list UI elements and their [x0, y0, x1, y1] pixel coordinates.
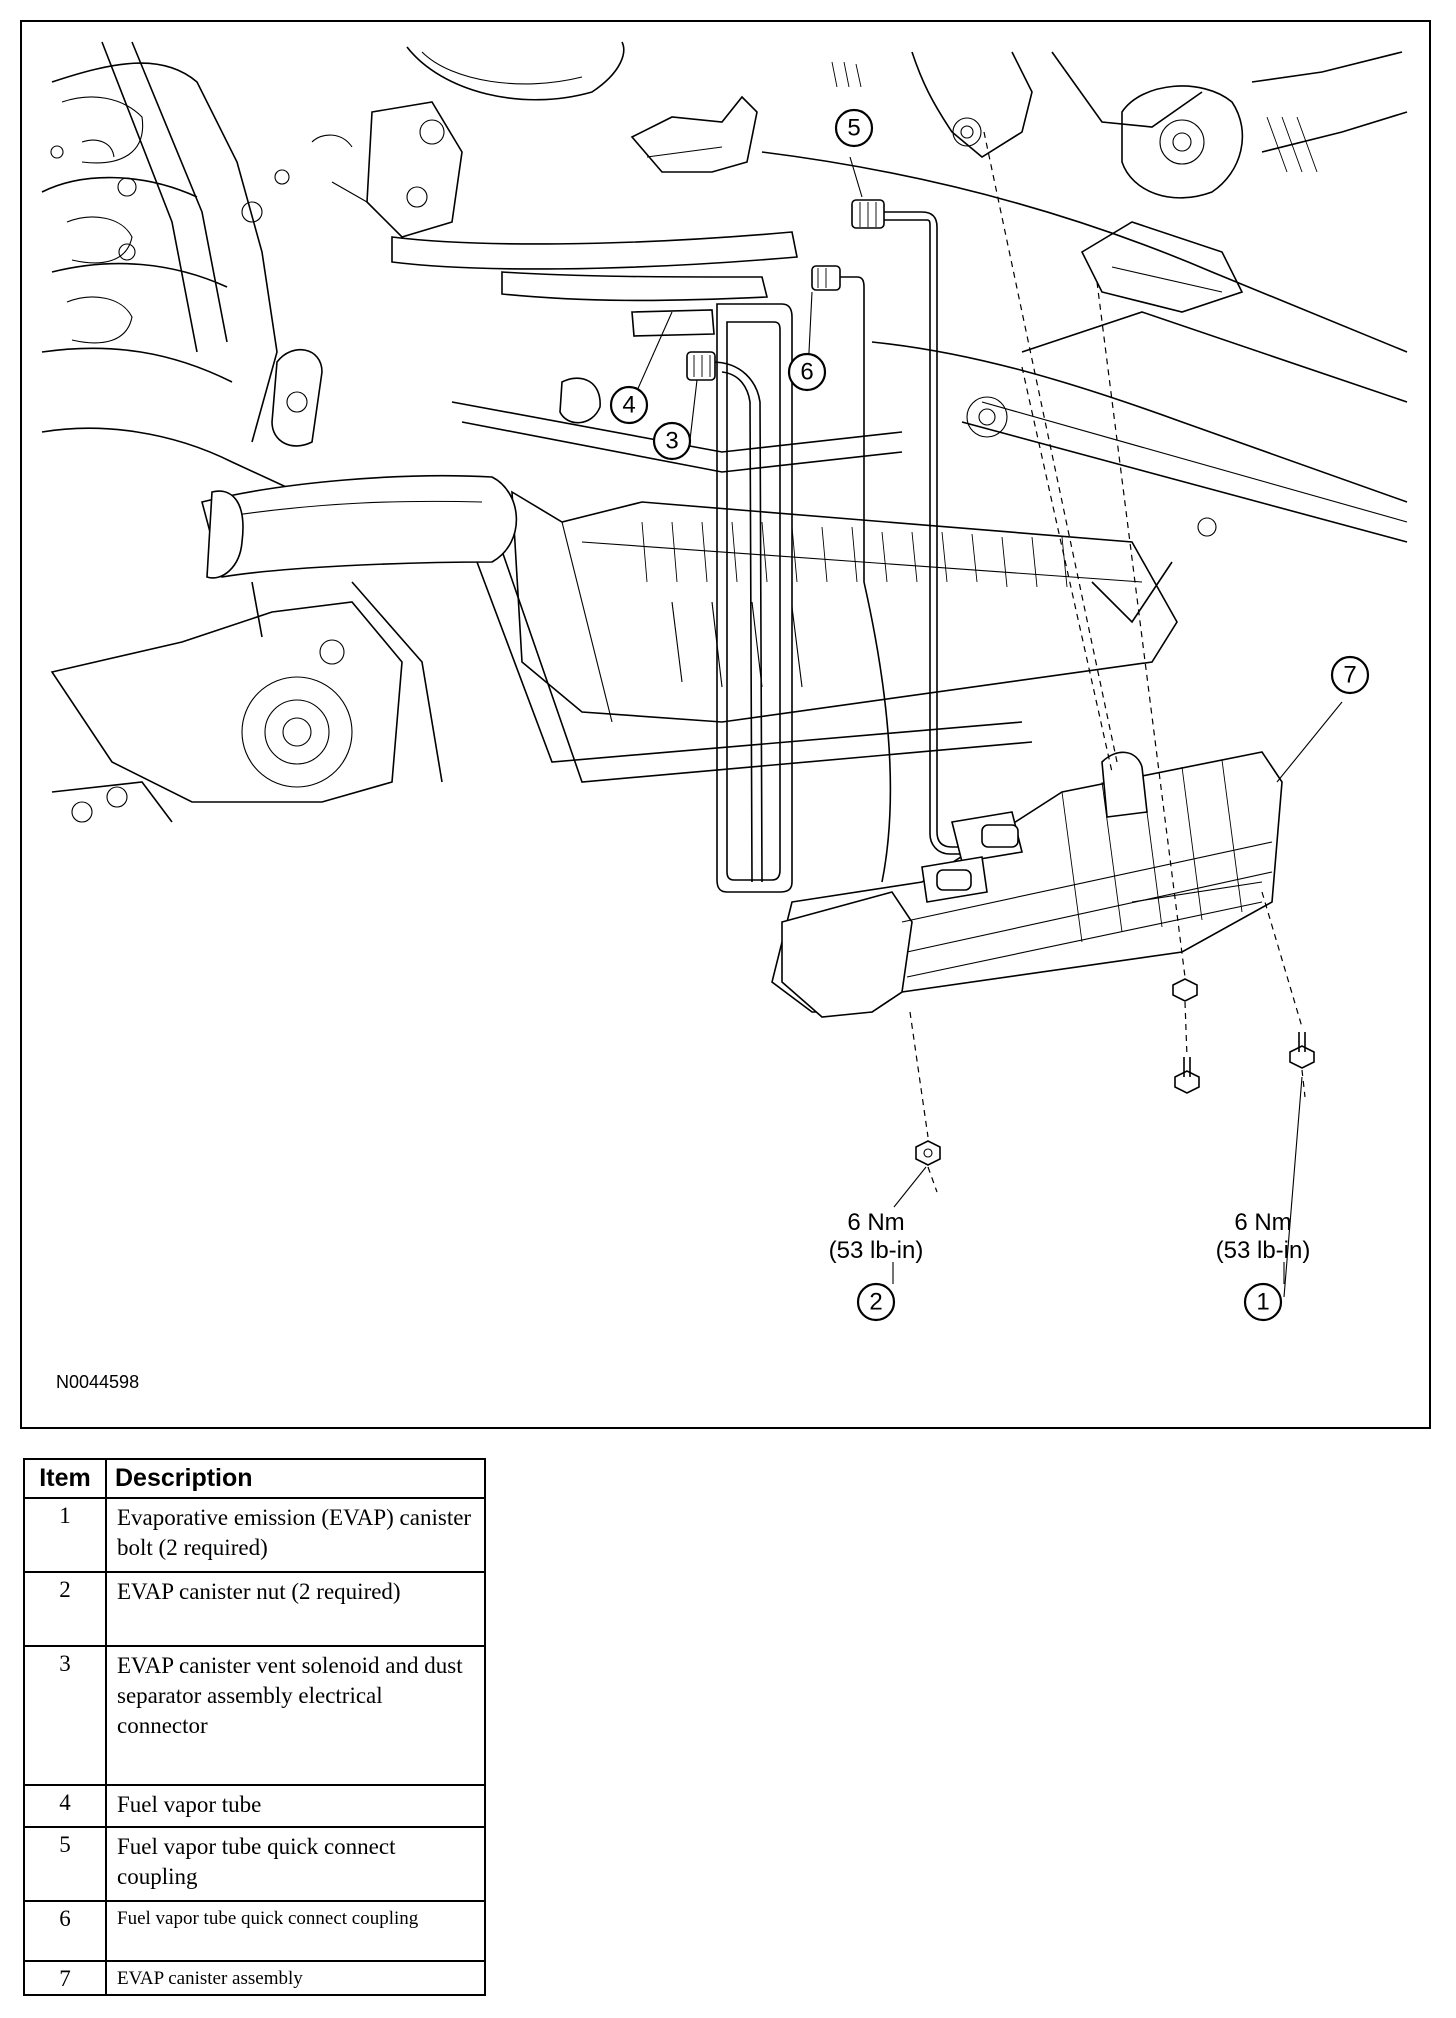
- svg-text:(53 lb-in): (53 lb-in): [1216, 1237, 1311, 1264]
- item-number: 2: [23, 1571, 107, 1647]
- leader-lines: [631, 156, 1343, 1298]
- item-number: 6: [23, 1900, 107, 1962]
- fasteners: [909, 131, 1315, 1193]
- item-number: 3: [23, 1645, 107, 1786]
- bolt-1-head: [1289, 1045, 1315, 1069]
- callout-1: 1: [1243, 1282, 1283, 1322]
- callout-4: 4: [609, 385, 649, 425]
- table-row: 7 EVAP canister assembly: [23, 1960, 486, 1996]
- quick-connect-couplings: [686, 199, 885, 381]
- item-description: Fuel vapor tube: [105, 1784, 486, 1828]
- svg-text:1: 1: [1256, 1289, 1269, 1316]
- torque-spec-left: 6 Nm (53 lb-in): [829, 1209, 924, 1264]
- fuel-vapor-tubes: [391, 211, 972, 893]
- table-header-row: Item Description: [23, 1458, 486, 1499]
- item-number: 5: [23, 1826, 107, 1902]
- svg-text:4: 4: [622, 392, 635, 419]
- column-header-item: Item: [23, 1458, 107, 1499]
- underbody-structure: [41, 41, 1408, 823]
- item-description-table: Item Description 1 Evaporative emission …: [23, 1458, 486, 1996]
- item-description: Evaporative emission (EVAP) canister bol…: [105, 1497, 486, 1573]
- item-number: 1: [23, 1497, 107, 1573]
- connector-3-body: [686, 351, 716, 381]
- table-row: 5 Fuel vapor tube quick connect coupling: [23, 1826, 486, 1902]
- callout-7: 7: [1330, 655, 1370, 695]
- callout-6: 6: [787, 352, 827, 392]
- item-description: Fuel vapor tube quick connect coupling: [105, 1826, 486, 1902]
- item-number: 7: [23, 1960, 107, 1996]
- nut-2-body: [915, 1140, 941, 1166]
- svg-text:2: 2: [869, 1289, 882, 1316]
- exploded-view-illustration: 5 6 4 3 7 2 1 6 Nm (53 lb-in): [20, 20, 1431, 1429]
- callout-5: 5: [834, 108, 874, 148]
- item-description: EVAP canister vent solenoid and dust sep…: [105, 1645, 486, 1786]
- table-row: 4 Fuel vapor tube: [23, 1784, 486, 1828]
- table-row: 1 Evaporative emission (EVAP) canister b…: [23, 1497, 486, 1573]
- svg-text:6 Nm: 6 Nm: [847, 1209, 904, 1236]
- item-description: EVAP canister assembly: [105, 1960, 486, 1996]
- table-row: 6 Fuel vapor tube quick connect coupling: [23, 1900, 486, 1962]
- item-number: 4: [23, 1784, 107, 1828]
- torque-spec-right: 6 Nm (53 lb-in): [1216, 1209, 1311, 1264]
- svg-text:7: 7: [1343, 662, 1356, 689]
- column-header-description: Description: [105, 1458, 486, 1499]
- table-row: 3 EVAP canister vent solenoid and dust s…: [23, 1645, 486, 1786]
- item-description: Fuel vapor tube quick connect coupling: [105, 1900, 486, 1962]
- callout-3: 3: [652, 421, 692, 461]
- table-row: 2 EVAP canister nut (2 required): [23, 1571, 486, 1647]
- figure-id-label: N0044598: [56, 1372, 139, 1392]
- svg-text:5: 5: [847, 115, 860, 142]
- item-description: EVAP canister nut (2 required): [105, 1571, 486, 1647]
- illustration-canvas: 5 6 4 3 7 2 1 6 Nm (53 lb-in): [41, 41, 1408, 1392]
- svg-text:3: 3: [665, 428, 678, 455]
- svg-text:6 Nm: 6 Nm: [1234, 1209, 1291, 1236]
- svg-text:6: 6: [800, 359, 813, 386]
- svg-text:(53 lb-in): (53 lb-in): [829, 1237, 924, 1264]
- callout-2: 2: [856, 1282, 896, 1322]
- evap-canister-assembly: [771, 751, 1283, 1018]
